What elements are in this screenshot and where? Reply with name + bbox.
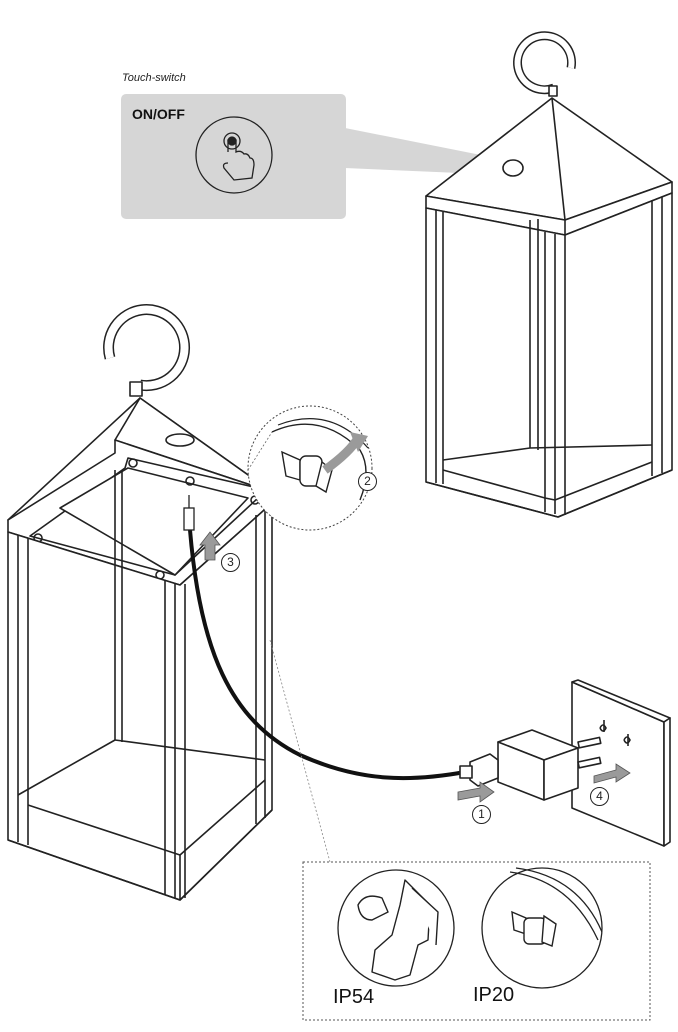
- step-2-marker: 2: [358, 472, 377, 491]
- usb-plug: [183, 507, 195, 531]
- touch-switch-callout: [121, 94, 506, 219]
- detail-circle-connector: [247, 405, 373, 531]
- touch-switch-panel: [121, 94, 346, 219]
- step-1-marker: 1: [472, 805, 491, 824]
- touch-switch-caption: Touch-switch: [122, 72, 186, 84]
- power-cable: [183, 495, 466, 781]
- power-adapter: [459, 729, 602, 801]
- ip-inset-box: [302, 861, 651, 1021]
- step-4-marker: 4: [590, 787, 609, 806]
- ip20-label: IP20: [473, 984, 515, 1006]
- arrow-step-3: [199, 531, 221, 561]
- touch-button-circle: [195, 116, 273, 194]
- lantern-left: [7, 304, 273, 901]
- finger-press-icon: [222, 132, 255, 181]
- on-off-label: ON/OFF: [132, 106, 185, 122]
- ip54-label: IP54: [333, 986, 375, 1008]
- lantern-right: [425, 31, 673, 518]
- step-3-marker: 3: [221, 553, 240, 572]
- arrow-step-4: [593, 763, 631, 784]
- arrow-step-1: [457, 781, 495, 803]
